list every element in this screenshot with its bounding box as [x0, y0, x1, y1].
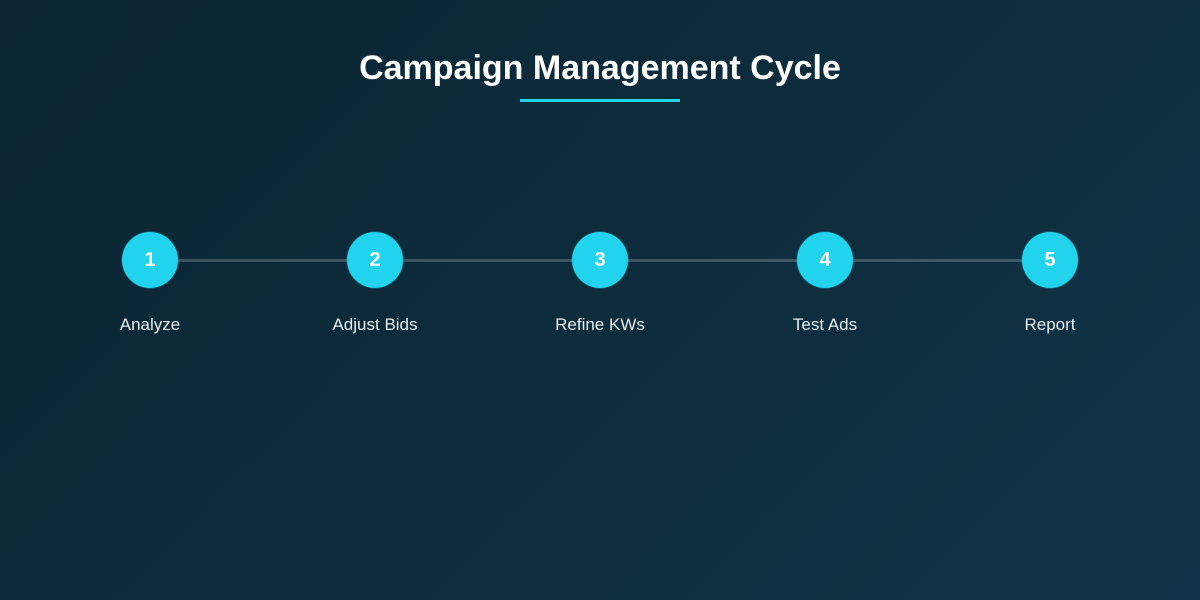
step-4: 4 Test Ads [745, 232, 905, 335]
step-label: Analyze [119, 315, 181, 334]
step-number-badge: 1 [122, 232, 178, 288]
step-3: 3 Refine KWs [520, 232, 680, 335]
step-number-badge: 3 [572, 232, 628, 288]
step-label: Refine KWs [555, 315, 645, 334]
step-label: Test Ads [792, 315, 858, 334]
step-2: 2 Adjust Bids [295, 232, 455, 335]
step-number-badge: 4 [797, 232, 853, 288]
step-label: Adjust Bids [332, 315, 418, 334]
page-title: Campaign Management Cycle [359, 49, 841, 87]
step-number-badge: 5 [1022, 232, 1078, 288]
step-number-badge: 2 [347, 232, 403, 288]
step-5: 5 Report [970, 232, 1130, 335]
step-label: Report [1024, 315, 1076, 334]
step-1: 1 Analyze [70, 232, 230, 335]
title-underline [520, 99, 680, 102]
